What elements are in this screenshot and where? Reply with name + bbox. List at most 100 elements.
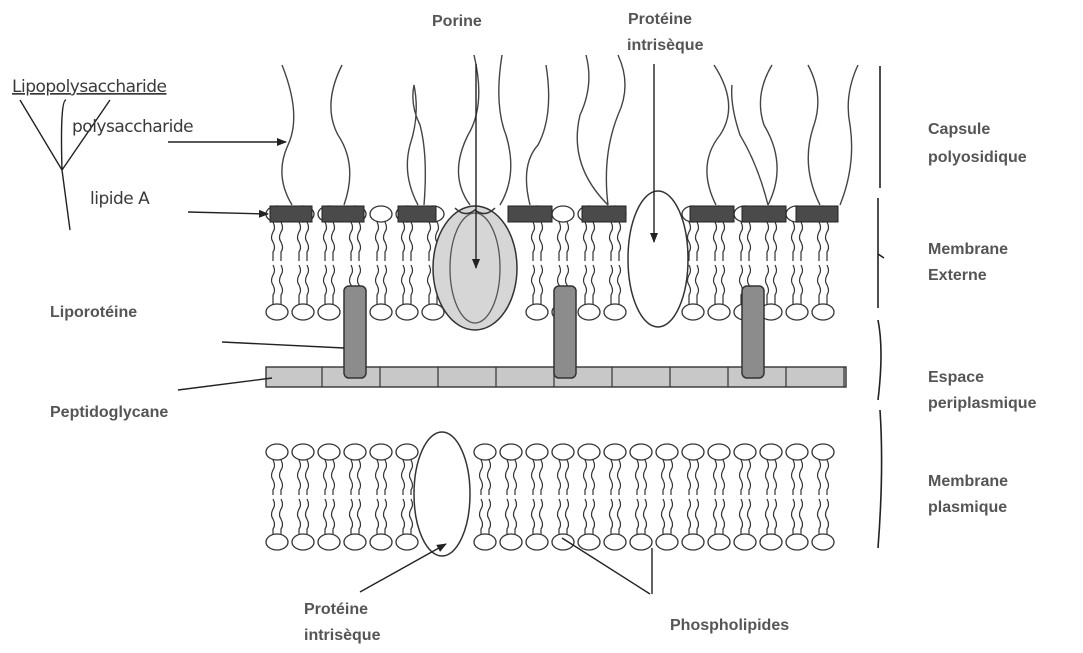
lipid-a-block <box>508 206 552 222</box>
phospholipid-tail <box>800 460 803 495</box>
phospholipid-tail <box>410 265 413 304</box>
phospholipid-tail <box>714 265 717 304</box>
proteine-intrinseque-top-label-2: intrisèque <box>627 37 704 54</box>
phospholipid-tail <box>298 265 301 304</box>
phospholipid-head <box>370 534 392 550</box>
phospholipid-head <box>708 534 730 550</box>
phospholipid-head <box>604 534 626 550</box>
phospholipid-tail <box>800 499 803 534</box>
phospholipid-tail <box>384 499 387 534</box>
phospholipid-tail <box>306 265 309 304</box>
phospholipid-tail <box>428 222 431 261</box>
lipid-a-block <box>322 206 364 222</box>
phospholipid-head <box>500 444 522 460</box>
peptidoglycane-leader <box>178 378 272 390</box>
phospholipid-head <box>266 534 288 550</box>
phospholipid-tail <box>740 499 743 534</box>
phospholipid-tail <box>350 499 353 534</box>
phospholipid-tail <box>748 222 751 261</box>
phospholipid-tail <box>410 222 413 261</box>
region-plasma-membrane-line-1: Membrane <box>928 473 1008 490</box>
phospholipid-tail <box>670 499 673 534</box>
phospholipid-tail <box>722 265 725 304</box>
phospholipid-tail <box>298 222 301 261</box>
polysaccharide-chain <box>499 55 511 205</box>
polysaccharide-chain <box>577 55 608 205</box>
phospholipid-tail <box>350 460 353 495</box>
phospholipid-head <box>266 304 288 320</box>
phospholipid-tail <box>558 460 561 495</box>
polysaccharide-chain <box>331 65 350 205</box>
phospholipid-tail <box>332 460 335 495</box>
phospholipid-tail <box>592 222 595 261</box>
phospholipid-tail <box>636 499 639 534</box>
phospholipid-tail <box>402 460 405 495</box>
phospholipid-tail <box>748 460 751 495</box>
phospholipid-head <box>292 444 314 460</box>
phospholipid-tail <box>532 265 535 304</box>
phospholipid-tail <box>740 222 743 261</box>
phospholipid-tail <box>384 460 387 495</box>
peptidoglycane-label: Peptidoglycane <box>50 404 168 421</box>
phospholipid-tail <box>376 460 379 495</box>
phospholipid-tail <box>766 499 769 534</box>
polysaccharide-chain <box>808 65 820 205</box>
phospholipid-tail <box>792 265 795 304</box>
phospholipid-head <box>578 304 600 320</box>
phospholipid-tail <box>618 460 621 495</box>
phospholipid-tail <box>272 460 275 495</box>
porin-protein <box>433 206 517 330</box>
phospholipid-tail <box>818 460 821 495</box>
phospholipid-head <box>318 534 340 550</box>
phospholipid-tail <box>376 222 379 261</box>
phospholipid-head <box>682 444 704 460</box>
proteine-intrinseque-bottom-label-1: Protéine <box>304 601 368 618</box>
phospholipid-tail <box>280 265 283 304</box>
phospholipid-tail <box>306 460 309 495</box>
phospholipid-tail <box>402 222 405 261</box>
phospholipid-tail <box>272 265 275 304</box>
phospholipid-tail <box>566 499 569 534</box>
polysaccharide-chain <box>606 55 625 205</box>
phospholipid-tail <box>800 265 803 304</box>
phospholipid-head <box>552 444 574 460</box>
lipid-a-block <box>582 206 626 222</box>
phospholipid-tail <box>558 222 561 261</box>
polysaccharide-chain <box>732 85 768 205</box>
phospholipid-head <box>786 534 808 550</box>
phospholipid-head <box>292 534 314 550</box>
phospholipid-tail <box>358 499 361 534</box>
phospholipid-tail <box>722 460 725 495</box>
phospholipid-tail <box>410 499 413 534</box>
polysaccharide-chain <box>282 65 294 205</box>
region-plasma-membrane-line-2: plasmique <box>928 499 1007 516</box>
polysaccharide-chain <box>707 65 729 205</box>
phospholipid-head <box>708 444 730 460</box>
phospholipid-head <box>292 304 314 320</box>
phospholipid-tail <box>662 460 665 495</box>
phospholipid-head <box>396 534 418 550</box>
phospholipid-tail <box>766 222 769 261</box>
phospholipid-head <box>630 444 652 460</box>
phospholipid-tail <box>792 222 795 261</box>
phospholipid-tail <box>774 499 777 534</box>
lipide-a-arrow <box>188 212 268 214</box>
phospholipid-tail <box>540 499 543 534</box>
phospholipid-head <box>474 534 496 550</box>
phospholipid-tail <box>818 265 821 304</box>
phospholipid-tail <box>480 460 483 495</box>
phospholipid-tail <box>280 222 283 261</box>
phospholipid-tail <box>402 265 405 304</box>
phospholipid-head <box>526 444 548 460</box>
phospholipid-tail <box>826 265 829 304</box>
phospholipid-head <box>682 534 704 550</box>
phospholipid-tail <box>402 499 405 534</box>
phospholipid-tail <box>540 222 543 261</box>
phospholipid-tail <box>376 265 379 304</box>
polysaccharide-chain <box>840 65 858 205</box>
phospholipid-tail <box>818 499 821 534</box>
polysaccharide-chain <box>760 65 777 205</box>
phospholipid-tail <box>540 265 543 304</box>
phospholipid-head <box>656 444 678 460</box>
